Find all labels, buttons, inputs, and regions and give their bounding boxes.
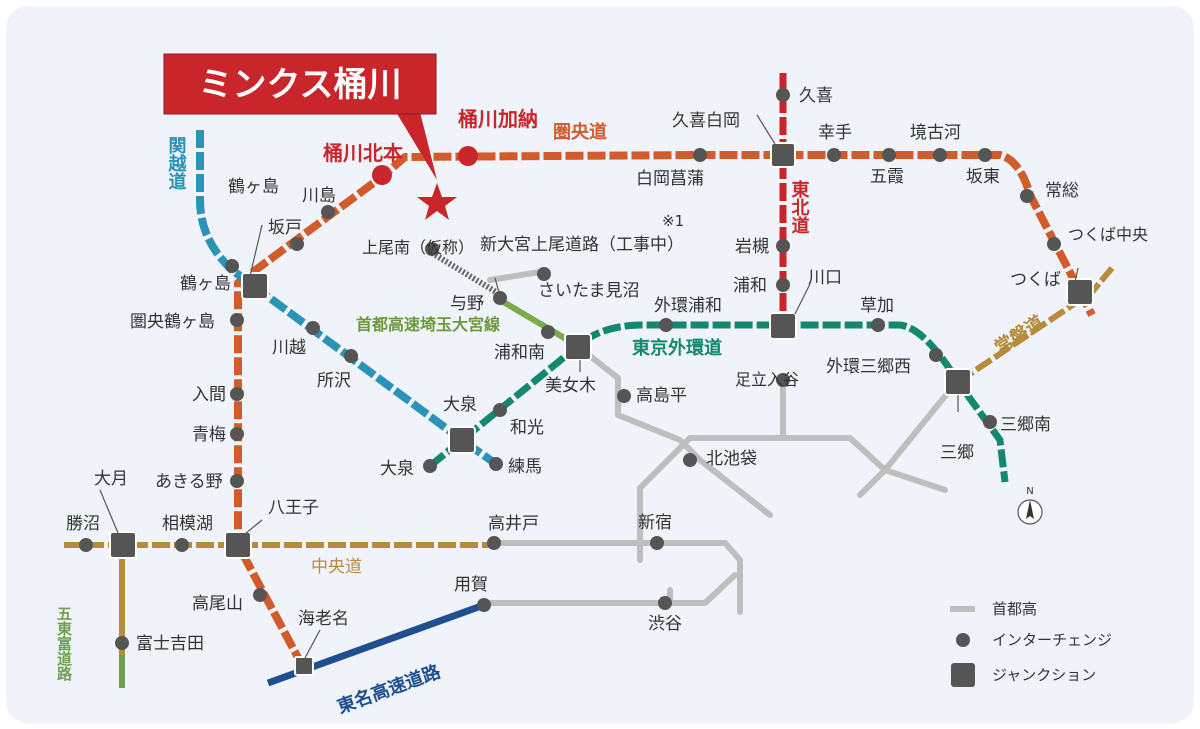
label-takaosan: 高尾山	[192, 594, 243, 614]
label-okegawa-kitamoto: 桶川北本	[323, 141, 403, 165]
legend-junction-icon	[951, 663, 975, 687]
label-soka: 草加	[860, 296, 894, 316]
label-ebina: 海老名	[298, 609, 349, 629]
road-tokyo-gaikan: 東京外環道	[632, 337, 722, 359]
label-sakaikoga: 境古河	[910, 123, 961, 143]
interchange-dots	[79, 88, 1061, 650]
label-ome: 青梅	[192, 425, 226, 445]
new-omiya-ageo-road	[430, 250, 498, 295]
label-fujiyoshida: 富士吉田	[136, 634, 204, 654]
label-goka: 五霞	[870, 167, 904, 187]
road-fuji-goko: 五東富道路	[55, 606, 73, 681]
road-chuo: 中央道	[311, 557, 362, 577]
legend-interchange: インターチェンジ	[992, 631, 1112, 649]
junction-squares	[109, 142, 1094, 676]
label-sagamiko: 相模湖	[162, 514, 213, 534]
label-oizumi-jct: 大泉	[443, 395, 477, 415]
label-tsurugashima-ic: 鶴ヶ島	[228, 177, 279, 197]
label-iwatsuki: 岩槻	[735, 237, 769, 257]
label-nerima: 練馬	[508, 457, 542, 477]
leader-lines	[99, 114, 1079, 659]
road-note-mark: ※1	[662, 212, 684, 230]
label-yoga: 用賀	[454, 575, 488, 595]
legend-shutoko: 首都高	[992, 600, 1037, 618]
label-oizumi: 大泉	[380, 459, 414, 479]
label-shibuya: 渋谷	[648, 614, 682, 634]
label-tsukuba-chuo: つくば中央	[1068, 225, 1148, 244]
road-ken-o: 圏央道	[553, 121, 607, 143]
label-hachioji: 八王子	[268, 498, 319, 518]
label-tsukuba-jct: つくば	[1010, 270, 1061, 290]
okegawa-kanou-ic	[458, 146, 478, 166]
label-wako: 和光	[510, 418, 544, 438]
label-takashimadaira: 高島平	[636, 386, 687, 406]
label-okegawa-kanou: 桶川加納	[458, 107, 538, 131]
label-ageo-minami: 上尾南（仮称）	[362, 238, 474, 257]
label-kawaguchi: 川口	[808, 268, 842, 288]
road-saitama-omiya: 首都高速埼玉大宮線	[356, 315, 500, 334]
north-label: N	[1026, 486, 1033, 497]
label-gaikan-misato-nishi: 外環三郷西	[826, 357, 911, 377]
label-shinjuku: 新宿	[638, 513, 672, 533]
label-gaikan-urawa: 外環浦和	[654, 296, 722, 316]
label-bijogi: 美女木	[545, 376, 596, 396]
okegawa-kitamoto-ic	[372, 165, 392, 185]
road-kanetsu: 関越道	[166, 136, 188, 190]
shutoko-network	[481, 269, 953, 615]
label-urawa: 浦和	[733, 276, 767, 296]
label-shiraoka-shobu: 白岡菖蒲	[636, 169, 704, 189]
label-takaido: 高井戸	[488, 514, 539, 534]
kanetsu-line	[196, 130, 499, 468]
ken-o-line	[234, 151, 1096, 669]
label-katsunuma: 勝沼	[66, 514, 100, 534]
label-otsuki: 大月	[94, 469, 128, 489]
property-callout: ミンクス桶川	[163, 53, 437, 180]
label-yono: 与野	[450, 294, 484, 314]
label-satte: 幸手	[818, 123, 852, 143]
label-sakado: 坂戸	[268, 218, 302, 238]
label-misato: 三郷	[940, 443, 974, 463]
label-josou: 常総	[1045, 181, 1079, 201]
label-misato-minami: 三郷南	[1000, 415, 1051, 435]
label-ken-o-tsurugashima: 圏央鶴ヶ島	[130, 312, 215, 332]
legend: 首都高 インターチェンジ ジャンクション	[950, 600, 1112, 687]
label-tokorozawa: 所沢	[317, 371, 351, 391]
label-iruma: 入間	[192, 385, 226, 405]
legend-junction: ジャンクション	[992, 666, 1096, 684]
north-arrow-icon: N	[1017, 486, 1043, 525]
road-tohoku: 東北道	[789, 179, 810, 234]
label-kuki-shiraoka: 久喜白岡	[672, 111, 740, 131]
label-bando: 坂東	[966, 167, 1000, 187]
label-adachi-iriya: 足立入谷	[735, 370, 799, 389]
label-tsurugashima-jct: 鶴ヶ島	[180, 274, 231, 294]
label-saitama-minuma: さいたま見沼	[538, 281, 640, 301]
label-kuki: 久喜	[799, 86, 833, 106]
legend-interchange-icon	[956, 633, 970, 647]
property-star-icon	[417, 183, 457, 220]
label-akiruno: あきる野	[155, 472, 223, 492]
road-new-omiya-ageo: 新大宮上尾道路（工事中）	[480, 235, 684, 255]
label-kawashima: 川島	[302, 186, 336, 206]
label-kita-ikebukuro: 北池袋	[706, 449, 757, 469]
label-kawagoe: 川越	[272, 338, 306, 358]
label-urawa-minami: 浦和南	[494, 343, 545, 363]
property-name: ミンクス桶川	[199, 65, 402, 105]
